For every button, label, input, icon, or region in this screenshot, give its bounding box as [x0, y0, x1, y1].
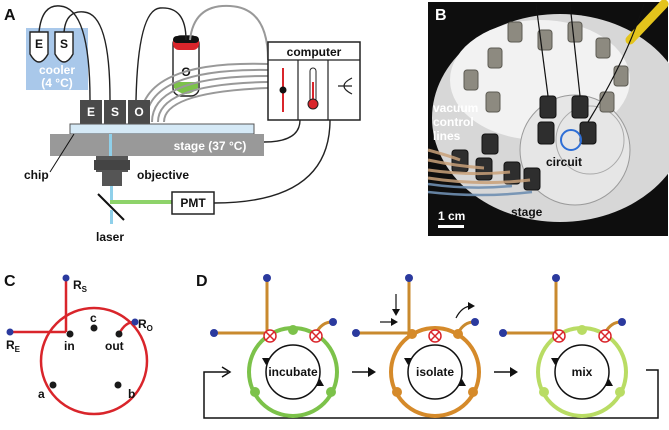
bundle-3: [151, 75, 269, 123]
panel-c-letter: C: [4, 273, 16, 290]
valve-a: [49, 381, 57, 389]
tube-o: [135, 7, 187, 101]
bundle-4: [157, 81, 269, 123]
photo-pen: [625, 0, 669, 45]
cycle-return-line: [203, 369, 659, 419]
valve-c: [90, 324, 98, 332]
computer-label: computer: [287, 45, 342, 59]
chip-leader: [49, 133, 75, 173]
cooler-label: cooler: [39, 63, 75, 77]
label-b: b: [128, 387, 135, 401]
label-c: c: [90, 311, 97, 325]
step-label-mix: mix: [572, 365, 593, 379]
beam-laser: [110, 210, 113, 224]
vacuum-line-2: control: [433, 115, 474, 129]
scale-label: 1 cm: [438, 209, 465, 223]
vial-s-label: S: [60, 37, 68, 51]
label-rs: RS: [73, 278, 88, 294]
valve-b: [114, 381, 122, 389]
reservoir-e: [6, 328, 14, 336]
panel-a-letter: A: [4, 7, 16, 24]
vial-e: [29, 31, 49, 63]
panel-b-letter: B: [435, 7, 447, 24]
chip-port-o: [128, 100, 150, 124]
fluorescence-path: [110, 200, 172, 204]
scale-bar: [438, 225, 464, 228]
tube-o-gray: [189, 4, 269, 61]
dichroic-mirror: [97, 193, 125, 221]
label-out: out: [105, 339, 124, 353]
stage: [50, 134, 264, 156]
valve-in: [66, 330, 74, 338]
panel-b: B vacuum control lines circuit stage 1 c…: [427, 0, 669, 236]
tube-e: [38, 5, 91, 101]
circuit-label: circuit: [546, 155, 582, 169]
stage-label: stage (37 °C): [174, 139, 247, 153]
label-re: RE: [6, 338, 21, 354]
tube-s: [63, 11, 111, 101]
panel-c: C RS RO RE c in out a b: [4, 273, 153, 416]
label-a: a: [38, 387, 45, 401]
vial-e-label: E: [35, 37, 43, 51]
laser-label: laser: [96, 230, 124, 244]
vial-s: [54, 31, 74, 63]
objective-label: objective: [137, 168, 189, 182]
step-label-isolate: isolate: [416, 365, 454, 379]
bundle-5: [163, 87, 269, 123]
cooler-temp: (4 °C): [41, 76, 72, 90]
pmt-cable: [213, 119, 331, 204]
ring-channel: [39, 306, 149, 416]
step-incubate: incubate: [210, 274, 339, 418]
photo-circuit-marker: [560, 129, 582, 151]
chip-port-s: [104, 100, 126, 124]
reservoir-s: [62, 274, 70, 282]
panel-d-letter: D: [196, 273, 208, 290]
photo-stage-label: stage: [511, 205, 543, 219]
chip-port-s-label: S: [111, 105, 119, 119]
chip: [69, 123, 255, 135]
step-label-incubate: incubate: [268, 365, 318, 379]
vacuum-line-1: vacuum: [433, 101, 478, 115]
step-mix: mix: [499, 274, 628, 418]
panel-d: D incubate: [196, 273, 659, 419]
label-in: in: [64, 339, 75, 353]
label-ro: RO: [138, 317, 153, 333]
reservoir-o: [131, 318, 139, 326]
pmt-label: PMT: [180, 196, 206, 210]
signal-icon: [338, 77, 353, 95]
valve-out: [115, 330, 123, 338]
beam: [109, 134, 112, 156]
step-isolate: isolate: [352, 274, 481, 418]
chip-port-o-label: O: [134, 105, 143, 119]
chip-label: chip: [24, 168, 49, 182]
beam-lower: [110, 186, 113, 204]
chip-port-e-label: E: [87, 105, 95, 119]
objective-collar: [94, 160, 130, 170]
vacuum-line-3: lines: [433, 129, 461, 143]
panel-a: A cooler (4 °C) E S O E S O: [4, 4, 361, 244]
stage-cable: [263, 119, 301, 143]
chip-port-e: [80, 100, 102, 124]
